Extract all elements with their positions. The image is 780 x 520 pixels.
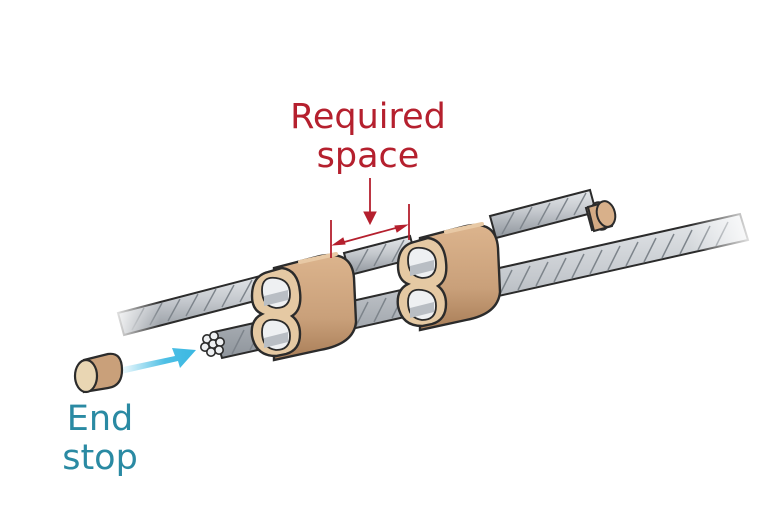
upper-cable (110, 188, 598, 345)
right-ferrule-sleeve (396, 222, 502, 332)
upper-end-stop (584, 200, 617, 233)
end-stop-label: End stop (40, 399, 160, 479)
required-space-label: Required space (268, 97, 468, 177)
end-stop-line-1: End (66, 399, 134, 439)
insert-arrow (118, 348, 196, 374)
required-space-line-2: space (316, 136, 420, 177)
end-stop-line-2: stop (62, 438, 138, 479)
left-ferrule-sleeve (250, 252, 358, 362)
required-space-dimension (330, 178, 410, 258)
end-stop-piece (73, 352, 124, 394)
cable-strands-end (200, 330, 226, 357)
required-space-line-1: Required (290, 97, 446, 137)
